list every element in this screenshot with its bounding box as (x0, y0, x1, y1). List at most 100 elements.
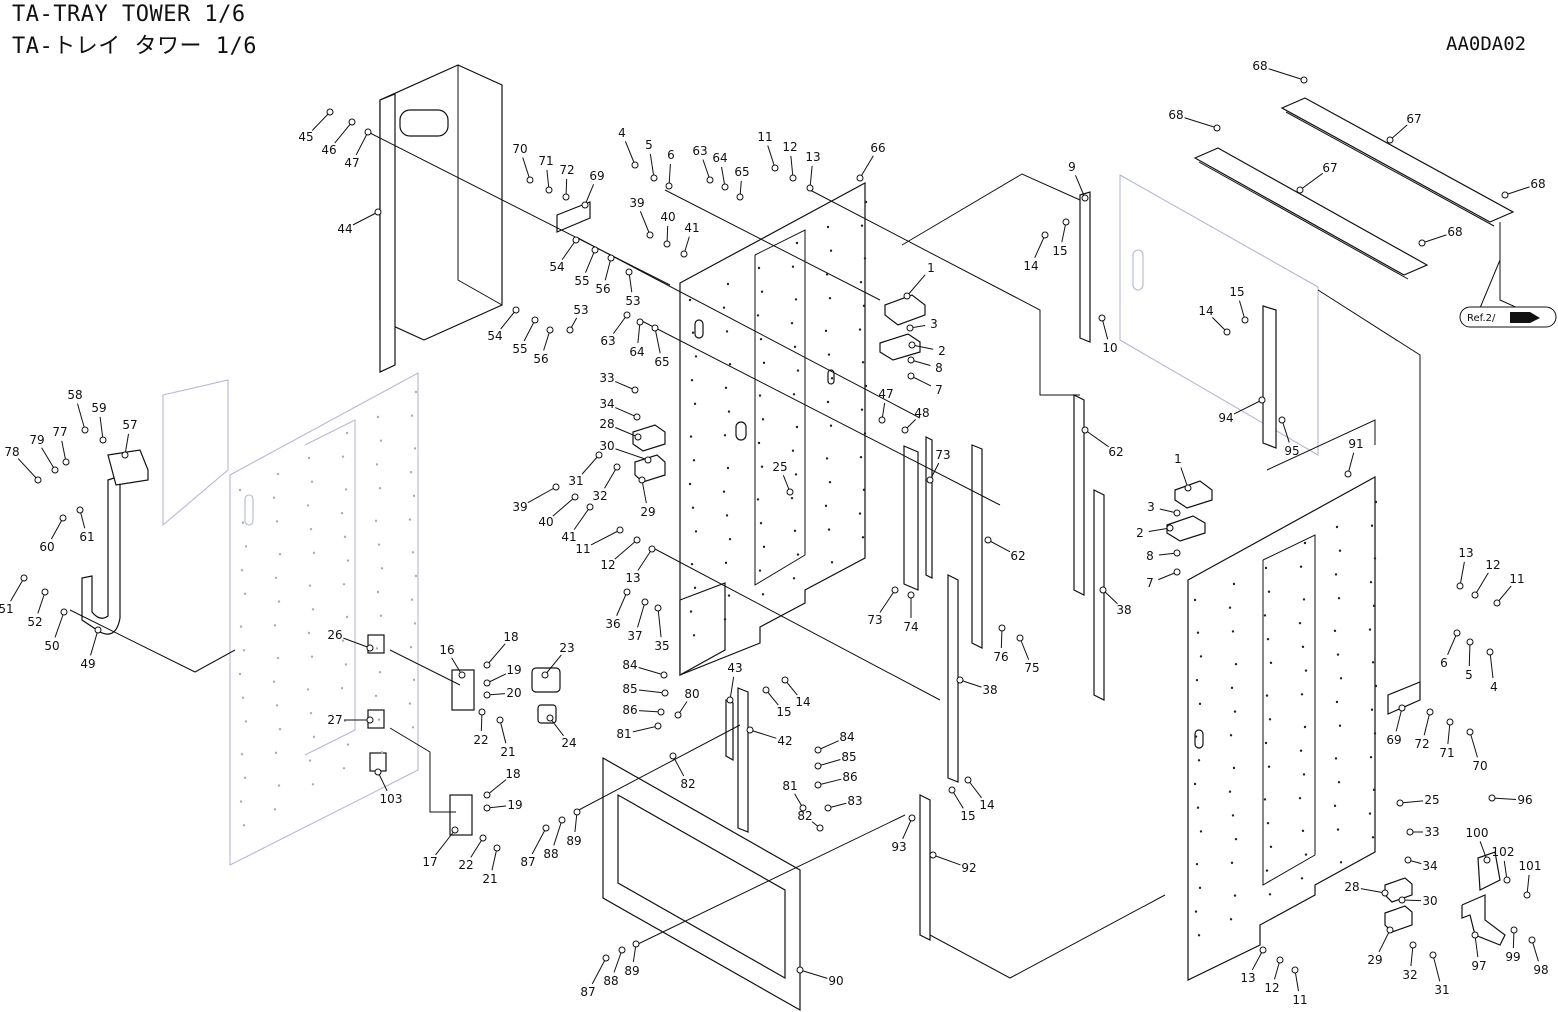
frame-hole (1303, 725, 1307, 729)
callout-number: 7 (935, 383, 943, 397)
frame-hole (243, 592, 247, 596)
part-marker (781, 676, 789, 684)
frame-hole (692, 634, 696, 637)
frame-hole (830, 377, 834, 380)
callout-number: 32 (1402, 968, 1417, 982)
callout-15: 15 (1229, 285, 1249, 324)
callout-leader (906, 274, 926, 297)
callout-number: 18 (505, 767, 520, 781)
callout-79: 79 (29, 433, 59, 474)
callout-number: 85 (841, 750, 856, 764)
callout-17: 17 (422, 826, 459, 869)
callout-1: 1 (903, 261, 935, 300)
callout-number: 38 (1116, 603, 1131, 617)
frame-hole (862, 488, 866, 492)
frame-hole (762, 361, 766, 365)
callout-51: 51 (0, 574, 28, 616)
frame-hole (863, 257, 867, 260)
frame-hole (1299, 749, 1303, 752)
callout-number: 86 (842, 770, 857, 784)
frame-hole (309, 711, 313, 715)
callout-number: 67 (1322, 161, 1337, 175)
frame-hole (1198, 702, 1202, 706)
frame-hole (412, 494, 416, 498)
frame-hole (1371, 661, 1375, 664)
frame-hole (1231, 630, 1235, 633)
frame-hole (757, 441, 761, 445)
callout-49: 49 (80, 626, 102, 671)
frame-hole (693, 586, 697, 590)
frame-hole (723, 618, 727, 621)
callout-1: 1 (1174, 452, 1192, 492)
callout-leader (499, 719, 507, 744)
frame-hole (861, 361, 865, 364)
frame-hole (375, 647, 379, 650)
callout-number: 84 (839, 730, 854, 744)
part-marker (634, 433, 642, 441)
callout-30: 30 (1398, 894, 1438, 908)
callout-number: 29 (640, 505, 655, 519)
callout-number: 79 (29, 433, 44, 447)
callout-leader (817, 778, 842, 786)
frame-hole (1195, 862, 1199, 866)
callout-98: 98 (1528, 936, 1549, 977)
part-marker (1471, 931, 1479, 939)
callout-10: 10 (1098, 314, 1118, 355)
frame-hole (376, 590, 380, 594)
frame-hole (277, 784, 281, 787)
frame-hole (1193, 782, 1197, 786)
frame-hole (1196, 631, 1200, 634)
callout-62: 62 (984, 536, 1026, 563)
callout-number: 34 (1422, 859, 1437, 873)
callout-11: 11 (757, 130, 779, 172)
part-marker (483, 791, 491, 799)
callout-number: 16 (439, 643, 454, 657)
frame-hole (725, 514, 729, 517)
block-29-right (1384, 905, 1413, 933)
callout-2: 2 (1136, 524, 1174, 540)
part-marker (483, 691, 491, 699)
callout-81: 81 (782, 779, 807, 812)
callout-leader (41, 447, 56, 471)
main-frame-91 (1187, 475, 1376, 981)
callout-43: 43 (726, 661, 743, 704)
callout-number: 5 (645, 138, 653, 152)
part-marker (41, 588, 49, 596)
part-marker (348, 118, 356, 126)
callout-32: 32 (592, 463, 621, 503)
callout-48: 48 (901, 406, 930, 434)
callout-leader (749, 729, 777, 739)
callout-18: 18 (483, 630, 519, 669)
callout-76: 76 (993, 624, 1009, 664)
callout-number: 54 (549, 260, 564, 274)
callout-leader (99, 416, 104, 441)
callout-53: 53 (625, 268, 641, 308)
callout-number: 81 (616, 727, 631, 741)
callout-number: 63 (692, 144, 707, 158)
part-marker (771, 164, 779, 172)
frame-hole (1196, 806, 1200, 809)
callout-number: 89 (624, 964, 639, 978)
callout-leader (334, 121, 353, 144)
frame-hole (312, 735, 316, 739)
part-marker (121, 451, 129, 459)
part-marker (552, 483, 560, 491)
frame-hole (689, 610, 693, 613)
frame-hole (272, 680, 276, 683)
frame-hole (1229, 918, 1233, 921)
frame-hole (411, 551, 415, 554)
callout-leader (790, 155, 794, 179)
callout-34: 34 (599, 397, 641, 421)
callout-22: 22 (458, 834, 487, 872)
callout-number: 3 (930, 317, 938, 331)
callout-102: 102 (1492, 845, 1514, 884)
part-marker (789, 174, 797, 182)
callout-leader (573, 506, 591, 530)
callout-44: 44 (337, 208, 382, 236)
callout-leader (50, 517, 64, 540)
callout-74: 74 (903, 591, 919, 634)
callout-25: 25 (772, 460, 794, 496)
frame-hole (310, 480, 314, 483)
callout-number: 11 (757, 130, 772, 144)
callout-leader (910, 375, 932, 387)
